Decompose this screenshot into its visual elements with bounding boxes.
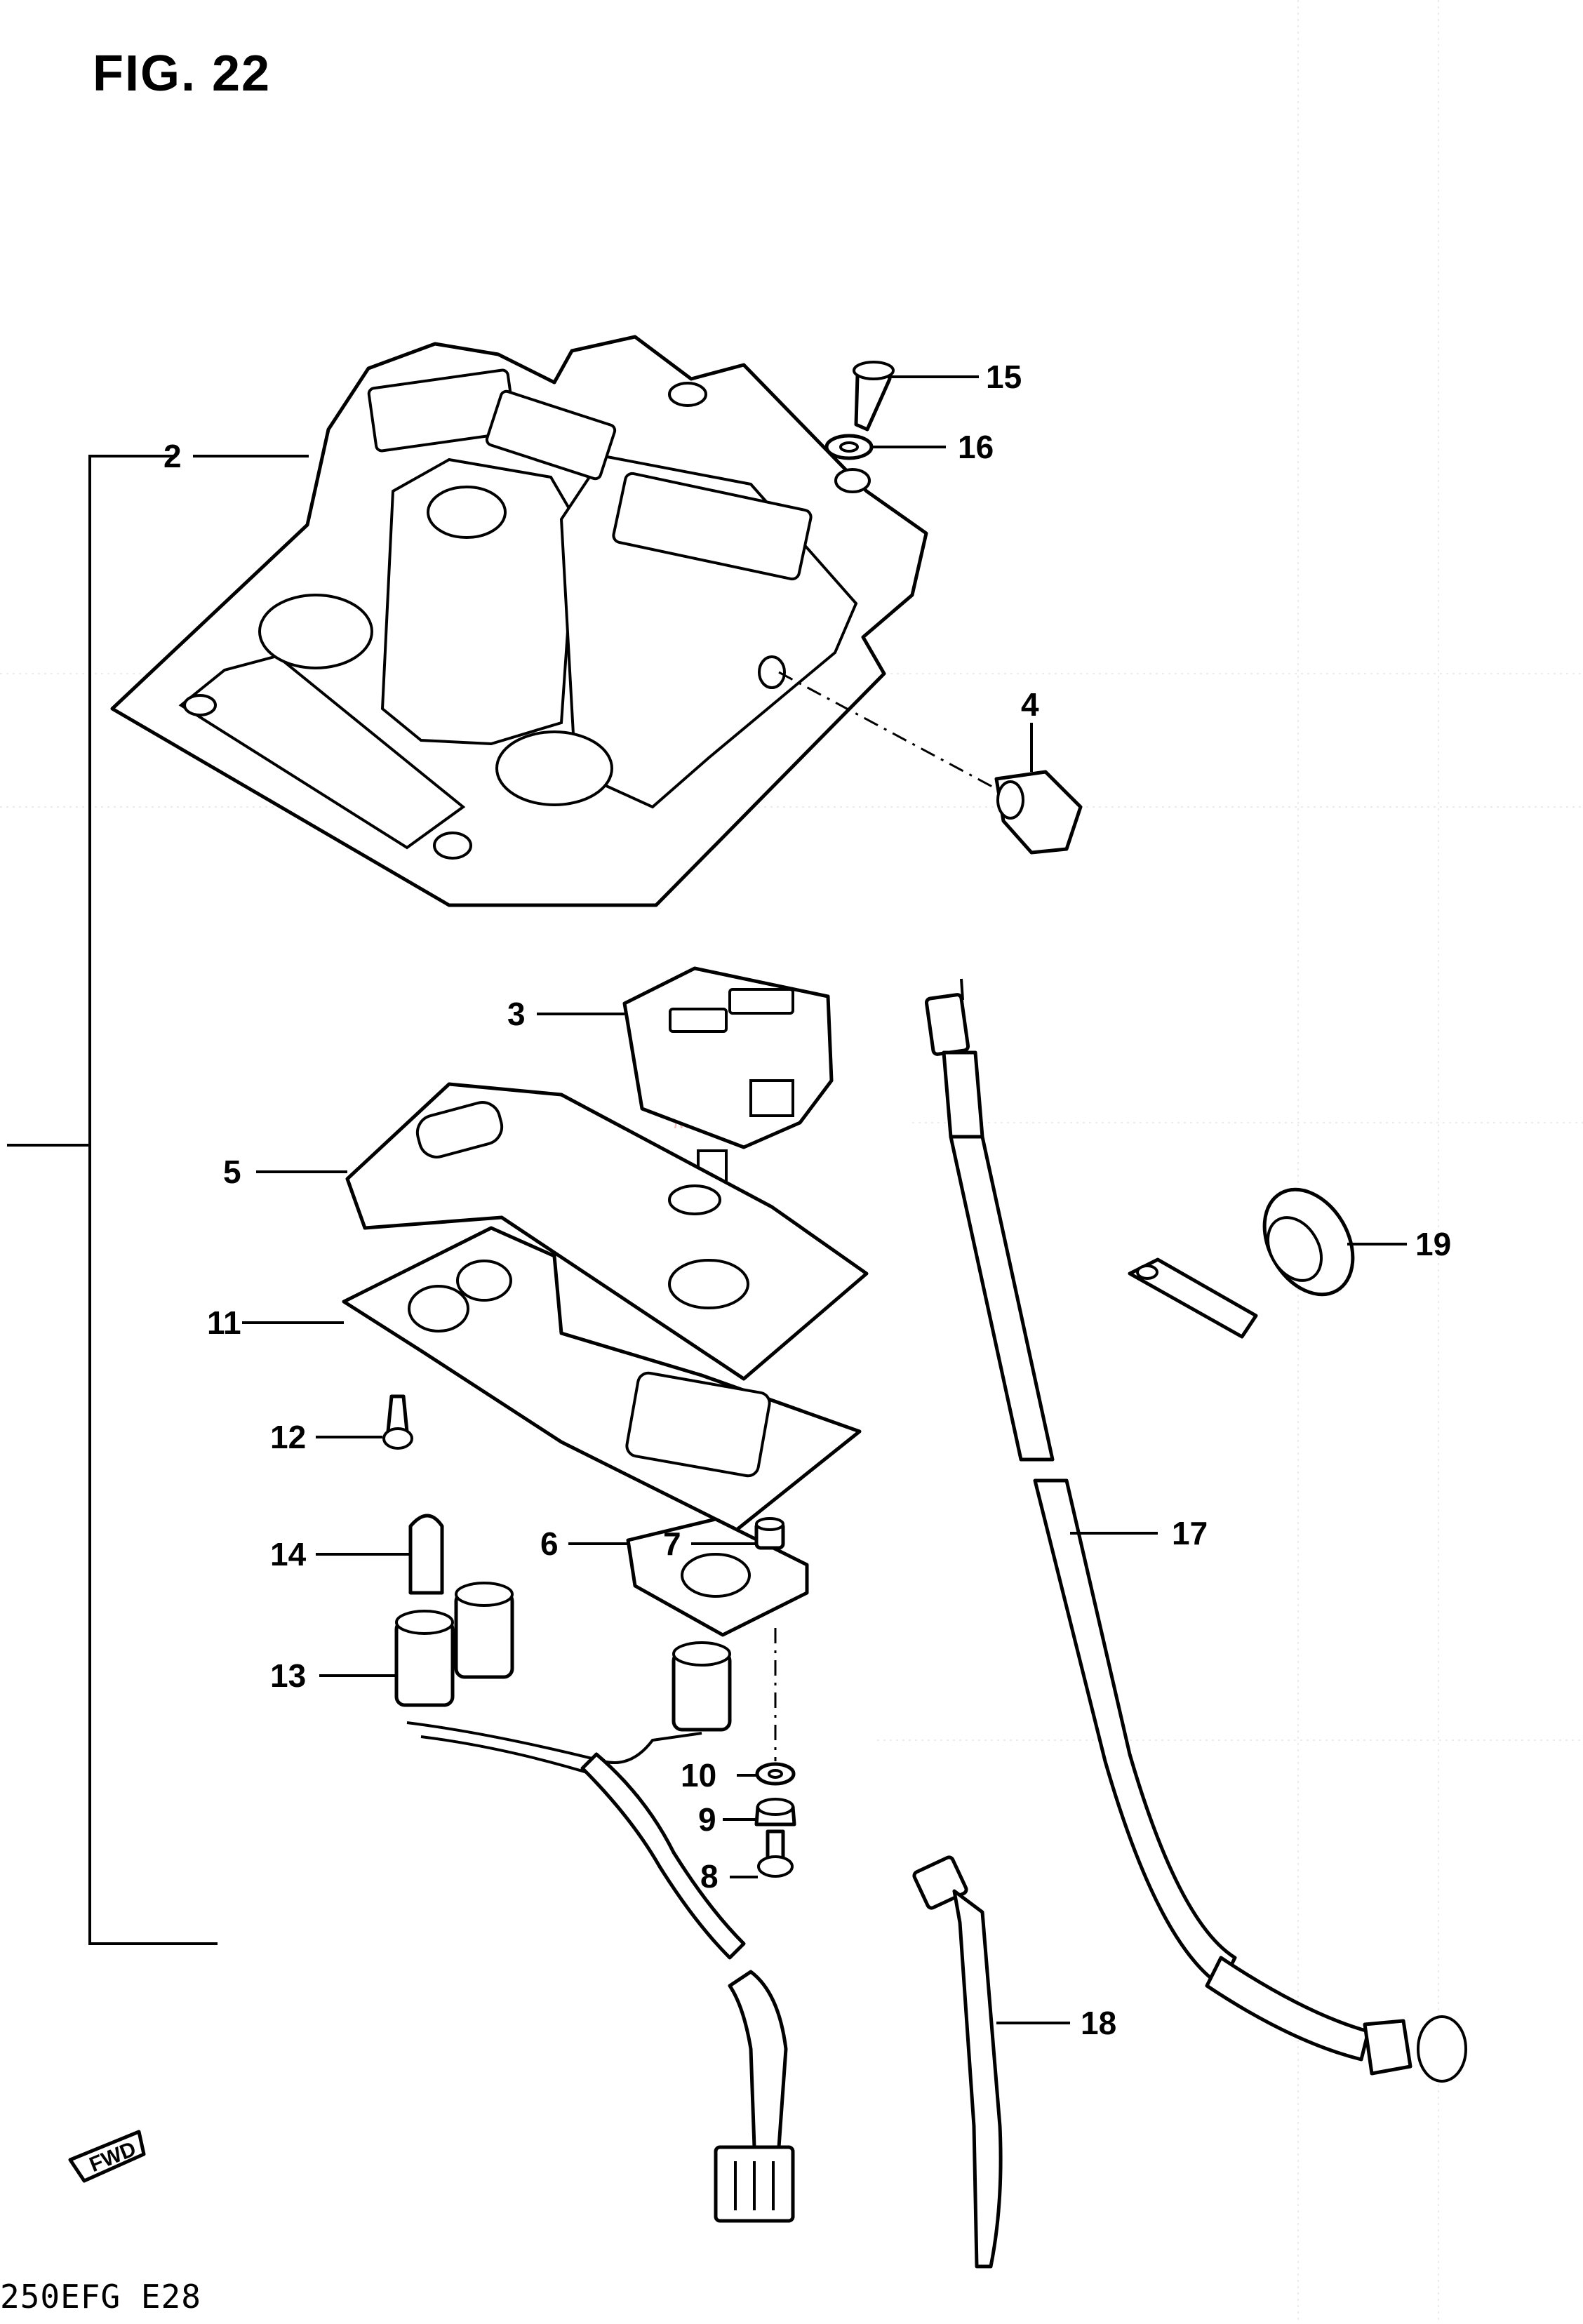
plate-5[interactable] bbox=[345, 1082, 869, 1381]
fwd-badge: FWD bbox=[68, 2130, 146, 2183]
speedo-cable-17[interactable] bbox=[924, 978, 1467, 2083]
footer-code: 250EFG E28 bbox=[0, 2278, 201, 2316]
washer-10[interactable] bbox=[755, 1762, 796, 1786]
bulb-14[interactable] bbox=[408, 1514, 444, 1595]
callout-13: 13 bbox=[270, 1657, 306, 1694]
callout-3: 3 bbox=[507, 996, 526, 1032]
meter-case[interactable] bbox=[110, 335, 928, 907]
figure-title: FIG. 22 bbox=[93, 46, 272, 102]
cable-grommet-19[interactable] bbox=[1128, 1174, 1370, 1339]
callout-2: 2 bbox=[163, 438, 182, 474]
callout-11: 11 bbox=[207, 1304, 241, 1341]
callout-12: 12 bbox=[270, 1419, 306, 1455]
leader-lines bbox=[193, 375, 1407, 2024]
grommet-7[interactable] bbox=[754, 1517, 785, 1550]
callout-5: 5 bbox=[223, 1154, 241, 1190]
callout-15: 15 bbox=[986, 359, 1022, 395]
screw-8[interactable] bbox=[757, 1829, 794, 1878]
callout-6: 6 bbox=[540, 1525, 559, 1562]
nut-9[interactable] bbox=[754, 1798, 796, 1827]
callout-10: 10 bbox=[681, 1757, 716, 1794]
reset-knob[interactable] bbox=[778, 671, 1083, 855]
screw-12[interactable] bbox=[382, 1394, 413, 1450]
cable-tie-18[interactable] bbox=[912, 1855, 1003, 2269]
callout-17: 17 bbox=[1172, 1515, 1208, 1551]
callout-14: 14 bbox=[270, 1536, 307, 1572]
socket-harness-13[interactable] bbox=[394, 1582, 795, 2223]
callouts: 2 3 4 5 6 7 8 9 10 11 12 13 14 15 16 17 … bbox=[163, 359, 1451, 2041]
plate-11[interactable] bbox=[342, 1226, 862, 1532]
callout-9: 9 bbox=[698, 1801, 716, 1838]
callout-8: 8 bbox=[700, 1858, 719, 1895]
callout-18: 18 bbox=[1081, 2005, 1116, 2041]
callout-16: 16 bbox=[958, 429, 994, 465]
callout-4: 4 bbox=[1021, 686, 1039, 723]
screw-15[interactable] bbox=[853, 361, 895, 432]
washer-16[interactable] bbox=[824, 434, 874, 460]
callout-19: 19 bbox=[1415, 1226, 1451, 1262]
assembly-bracket bbox=[7, 455, 218, 1945]
callout-7: 7 bbox=[663, 1525, 681, 1562]
